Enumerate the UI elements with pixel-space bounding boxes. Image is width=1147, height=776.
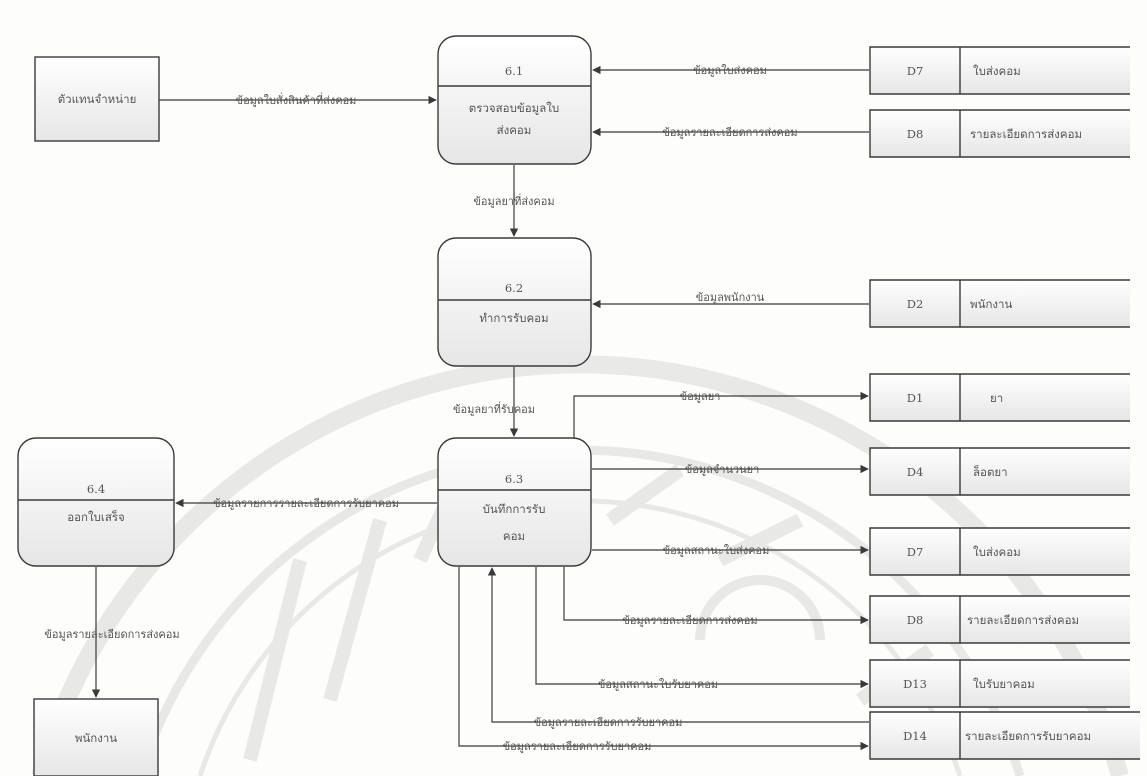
flow-p63-to-d14: ข้อมูลรายละเอียดการรับยาคอม	[458, 567, 869, 753]
store-d7-bottom: D7 ใบส่งคอม	[869, 527, 1130, 576]
store-d4: D4 ล็อตยา	[869, 447, 1130, 496]
store-d8-bottom: D8 รายละเอียดการส่งคอม	[869, 595, 1130, 644]
store-d13: D13 ใบรับยาคอม	[869, 659, 1130, 708]
flow-label: ข้อมูลสถานะใบรับยาคอม	[598, 678, 718, 691]
process-6-2-number: 6.2	[505, 281, 523, 295]
flow-p61-to-p62: ข้อมูลยาที่ส่งคอม	[473, 165, 555, 237]
store-name: รายละเอียดการรับยาคอม	[965, 729, 1091, 743]
external-employee: พนักงาน	[33, 698, 159, 776]
flow-p63-to-d8: ข้อมูลรายละเอียดการส่งคอม	[563, 567, 869, 627]
store-id: D8	[907, 613, 924, 627]
flow-customer-to-p61: ข้อมูลใบสั่งสินค้าที่ส่งคอม	[159, 92, 437, 107]
external-customer: ตัวแทนจำหน่าย	[34, 56, 160, 142]
flow-d14-to-p63: ข้อมูลรายละเอียดการรับยาคอม	[487, 567, 869, 729]
store-name: ใบรับยาคอม	[973, 677, 1035, 691]
flow-label: ข้อมูลรายละเอียดการส่งคอม	[622, 614, 757, 627]
process-6-2-name: ทำการรับคอม	[479, 311, 548, 325]
store-d1: D1 ยา	[869, 373, 1130, 422]
store-d2: D2 พนักงาน	[869, 279, 1130, 328]
flow-label: ข้อมูลจำนวนยา	[685, 463, 760, 476]
process-6-3-name-line1: บันทึกการรับ	[483, 502, 546, 516]
process-6-4-name: ออกใบเสร็จ	[67, 509, 125, 524]
store-id: D13	[903, 677, 927, 691]
process-6-3-name-line2: คอม	[503, 529, 525, 543]
flow-p63-to-d13: ข้อมูลสถานะใบรับยาคอม	[535, 567, 869, 691]
flow-p62-to-p63: ข้อมูลยาที่รับคอม	[453, 367, 535, 437]
store-d14: D14 รายละเอียดการรับยาคอม	[869, 711, 1140, 760]
flow-p64-to-employee: ข้อมูลรายละเอียดการส่งคอม	[44, 567, 180, 698]
flow-label: ข้อมูลรายละเอียดการรับยาคอม	[503, 740, 652, 753]
store-id: D8	[907, 127, 924, 141]
store-name: ใบส่งคอม	[973, 64, 1021, 78]
store-name: รายละเอียดการส่งคอม	[967, 613, 1079, 627]
flow-label: ข้อมูลใบสั่งสินค้าที่ส่งคอม	[236, 92, 357, 107]
flow-p63-to-d4: ข้อมูลจำนวนยา	[592, 463, 869, 476]
store-id: D2	[907, 297, 924, 311]
store-id: D7	[907, 545, 924, 559]
flow-d2-to-p62: ข้อมูลพนักงาน	[592, 291, 869, 309]
flow-p63-to-d1: ข้อมูลยา	[573, 390, 869, 438]
flow-label: ข้อมูลสถานะใบส่งคอม	[663, 544, 770, 557]
flow-p63-to-d7: ข้อมูลสถานะใบส่งคอม	[592, 544, 869, 557]
flow-label: ข้อมูลรายละเอียดการส่งคอม	[662, 126, 797, 139]
store-name: ยา	[990, 391, 1003, 405]
external-customer-label: ตัวแทนจำหน่าย	[58, 92, 137, 106]
flow-label: ข้อมูลยา	[680, 390, 721, 403]
process-6-4: 6.4 ออกใบเสร็จ	[17, 437, 175, 567]
process-6-1-name-line1: ตรวจสอบข้อมูลใบ	[469, 101, 559, 115]
store-d7-top: D7 ใบส่งคอม	[869, 46, 1130, 95]
flow-d7-to-p61: ข้อมูลใบส่งคอม	[592, 64, 869, 77]
flow-label: ข้อมูลใบส่งคอม	[693, 64, 767, 77]
flow-label: ข้อมูลพนักงาน	[696, 291, 765, 304]
store-name: ล็อตยา	[973, 464, 1008, 479]
flow-p63-to-p64: ข้อมูลรายการรายละเอียดการรับยาคอม	[175, 497, 437, 510]
process-6-1: 6.1 ตรวจสอบข้อมูลใบ ส่งคอม	[437, 35, 592, 165]
flow-label: ข้อมูลรายละเอียดการส่งคอม	[44, 628, 179, 641]
flow-d8-to-p61: ข้อมูลรายละเอียดการส่งคอม	[592, 126, 869, 139]
store-id: D7	[907, 64, 924, 78]
process-6-1-name-line2: ส่งคอม	[497, 123, 532, 137]
external-employee-label: พนักงาน	[75, 731, 117, 745]
process-6-3: 6.3 บันทึกการรับ คอม	[437, 437, 592, 567]
store-id: D14	[903, 729, 927, 743]
store-name: พนักงาน	[970, 297, 1012, 311]
store-name: รายละเอียดการส่งคอม	[970, 127, 1082, 141]
store-id: D4	[907, 465, 924, 479]
flow-label: ข้อมูลรายละเอียดการรับยาคอม	[534, 716, 683, 729]
process-6-2: 6.2 ทำการรับคอม	[437, 237, 592, 367]
process-6-1-number: 6.1	[505, 64, 523, 78]
flow-label: ข้อมูลยาที่รับคอม	[453, 401, 535, 416]
store-name: ใบส่งคอม	[973, 545, 1021, 559]
flow-label: ข้อมูลรายการรายละเอียดการรับยาคอม	[213, 497, 399, 510]
store-d8-top: D8 รายละเอียดการส่งคอม	[869, 109, 1130, 158]
process-6-3-number: 6.3	[505, 472, 523, 486]
flow-label: ข้อมูลยาที่ส่งคอม	[473, 193, 554, 208]
process-6-4-number: 6.4	[87, 482, 105, 496]
store-id: D1	[907, 391, 924, 405]
